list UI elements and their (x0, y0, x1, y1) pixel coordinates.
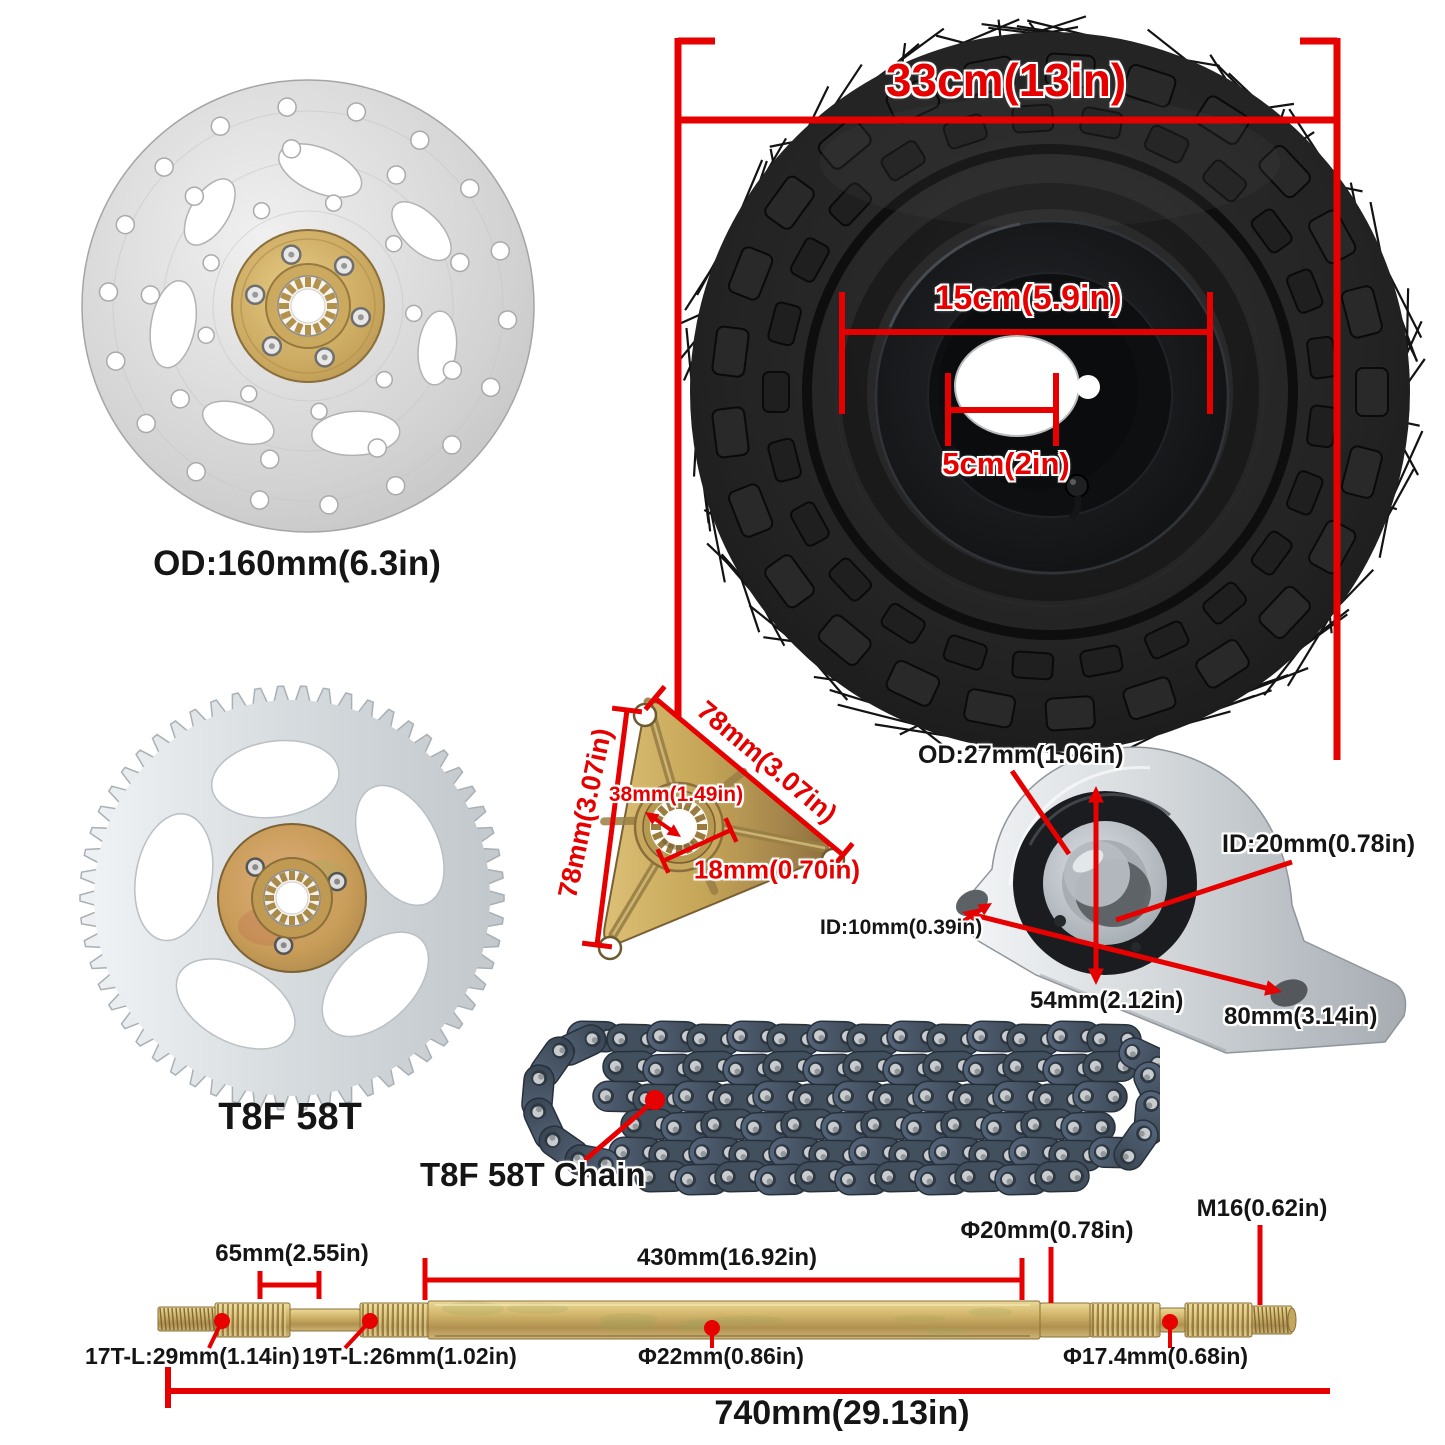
hub-spline-dimension: 18mm(0.70in) (693, 854, 861, 885)
bearing-span-dimension: 80mm(3.14in) (1224, 1003, 1378, 1030)
axle-thread-dimension: M16(0.62in) (1196, 1195, 1328, 1222)
axle-shaft-photo (157, 1225, 1330, 1408)
axle-total-length-dimension: 740mm(29.13in) (714, 1394, 970, 1432)
axle-d22-dimension: Φ22mm(0.86in) (638, 1343, 804, 1369)
bearing-od-dimension: OD:27mm(1.06in) (918, 741, 1124, 769)
wheel-center-bore (954, 335, 1080, 437)
chain-photo (521, 1020, 1160, 1196)
axle-middle-dimension: 430mm(16.92in) (636, 1244, 818, 1271)
bearing-right-flange-hole (1270, 979, 1308, 1007)
bearing-flange-hole-dimension: ID:10mm(0.39in) (820, 916, 983, 939)
chain-links (521, 1020, 1160, 1196)
wheel-dimension-lines (674, 37, 1341, 760)
wheel-bore-dimension: 5cm(2in) (942, 446, 1070, 481)
sprocket-photo (79, 685, 505, 1111)
hub-dimension-lines (581, 684, 855, 950)
bearing-body (955, 746, 1407, 1054)
triangle-hub-photo (581, 684, 855, 961)
axle-dimension-lines (165, 1225, 1330, 1408)
sprocket-label: T8F 58T (218, 1096, 362, 1138)
wheel-rim-dimension: 15cm(5.9in) (934, 279, 1122, 317)
bearing-dimension-lines (950, 769, 1293, 996)
bearing-height-dimension: 54mm(2.12in) (1030, 987, 1184, 1014)
wheel-tire-photo (674, 15, 1426, 768)
axle-19t-dimension: 19T-L:26mm(1.02in) (302, 1343, 517, 1369)
bearing-id-dimension: ID:20mm(0.78in) (1222, 830, 1416, 858)
axle-shaft (157, 1300, 1297, 1340)
wheel-overall-dimension: 33cm(13in) (885, 54, 1127, 106)
axle-17t-dimension: 17T-L:29mm(1.14in) (85, 1343, 300, 1369)
brake-disc-dimension: OD:160mm(6.3in) (153, 544, 441, 583)
wheel-lug-hole (1076, 375, 1100, 399)
axle-d20-dimension: Φ20mm(0.78in) (960, 1217, 1134, 1244)
axle-spline-gap-dimension: 65mm(2.55in) (215, 1240, 369, 1267)
sprocket-gear (79, 685, 505, 1111)
hub-bore-dimension: 38mm(1.49in) (608, 782, 744, 806)
disc-rotor (81, 79, 535, 533)
axle-d174-dimension: Φ17.4mm(0.68in) (1063, 1343, 1249, 1369)
chain-label: T8F 58T Chain (420, 1156, 646, 1193)
chain-pointer (583, 1090, 665, 1162)
brake-disc-photo (81, 79, 535, 533)
rim (874, 219, 1230, 575)
hub-flange (597, 697, 846, 961)
pillow-block-bearing-photo (950, 746, 1407, 1054)
